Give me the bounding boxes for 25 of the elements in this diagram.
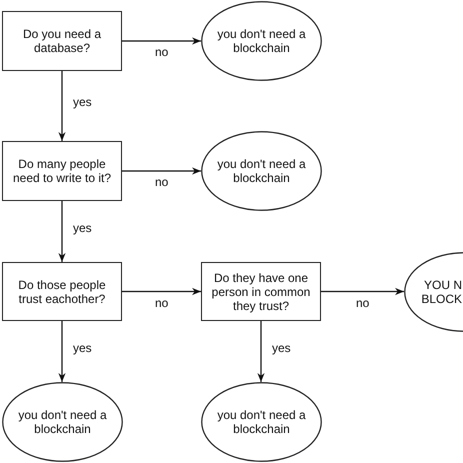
question-box [201, 262, 321, 321]
question-text: Do you need a database? [22, 27, 102, 55]
answer-ellipse [2, 382, 123, 462]
question-box [2, 11, 122, 71]
answer-text: you don't need a blockchain [216, 408, 307, 436]
question-box [2, 141, 122, 201]
arrow [122, 37, 201, 45]
question-text: Do many people need to write to it? [12, 157, 112, 185]
question-text: Do those people trust eachother? [17, 278, 107, 306]
answer-text: you don't need a blockchain [216, 27, 307, 55]
arrow [58, 71, 66, 141]
question-text: Do they have one person in common they trust? [210, 270, 312, 312]
arrow [122, 288, 201, 296]
arrow [321, 288, 404, 296]
answer-text: you don't need a blockchain [216, 157, 307, 185]
answer-ellipse [201, 1, 322, 81]
answer-text: you don't need a blockchain [17, 408, 108, 436]
arrow [58, 321, 66, 382]
arrow [257, 321, 265, 382]
arrow [58, 201, 66, 262]
answer-text: YOU N BLOCK [420, 278, 462, 306]
arrow [122, 167, 201, 175]
answer-ellipse [201, 382, 322, 462]
answer-ellipse [201, 131, 322, 211]
question-box [2, 262, 122, 321]
